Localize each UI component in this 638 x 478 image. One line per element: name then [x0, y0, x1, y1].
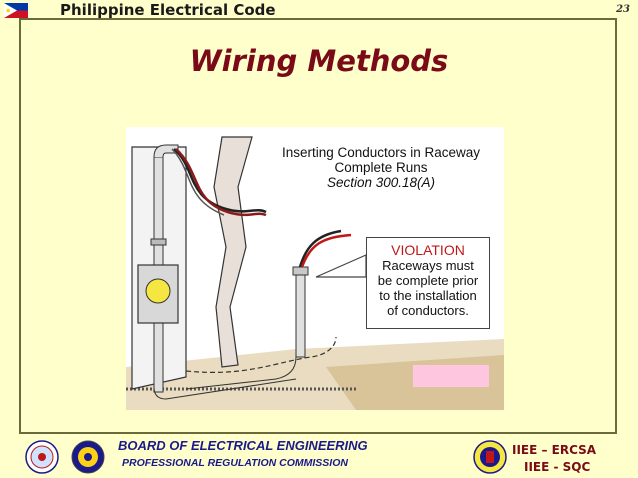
top-bar: Philippine Electrical Code 23	[0, 0, 638, 22]
violation-heading: VIOLATION	[391, 242, 465, 258]
violation-callout: VIOLATION Raceways must be complete prio…	[366, 237, 490, 329]
raceway-drawing	[126, 136, 504, 410]
code-title: Philippine Electrical Code	[60, 1, 276, 19]
caption-line-2: Complete Runs	[334, 160, 428, 175]
slide-title: Wiring Methods	[189, 44, 449, 78]
board-name: BOARD OF ELECTRICAL ENGINEERING	[118, 438, 368, 453]
raceway-illustration	[126, 127, 504, 410]
org-line-2: IIEE - SQC	[524, 460, 591, 474]
boee-seal-icon	[25, 440, 59, 474]
footer	[0, 436, 470, 478]
org-line-1: IIEE – ERCSA	[512, 443, 597, 457]
caption-line-3: Section 300.18(A)	[326, 175, 436, 190]
violation-line-3: to the installation	[379, 288, 477, 303]
violation-line-1: Raceways must	[382, 258, 474, 273]
iiee-seal-icon	[473, 440, 507, 474]
violation-line-4: of conductors.	[387, 303, 469, 318]
philippine-flag-icon	[4, 3, 28, 18]
prc-seal-icon	[71, 440, 105, 474]
page-number: 23	[616, 4, 630, 15]
commission-name: PROFESSIONAL REGULATION COMMISSION	[122, 457, 348, 469]
violation-line-2: be complete prior	[377, 273, 479, 288]
slide-frame	[19, 18, 617, 434]
caption-line-1: Inserting Conductors in Raceway	[281, 145, 481, 160]
